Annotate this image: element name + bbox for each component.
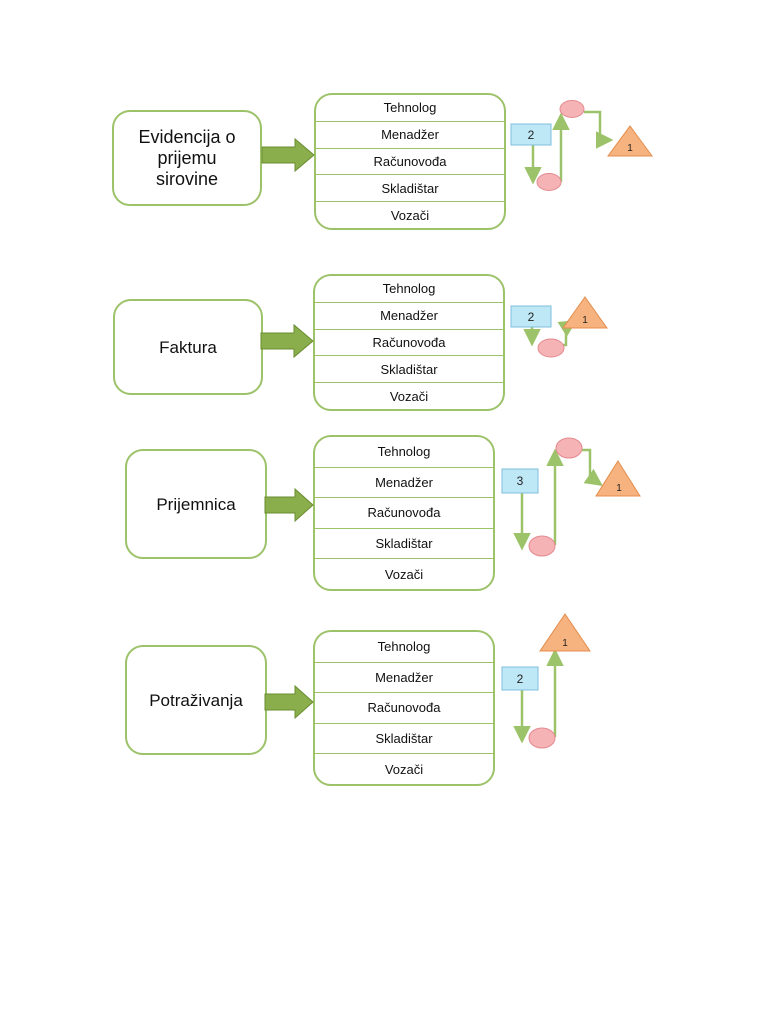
role-skladistar: Skladištar <box>315 529 493 560</box>
triangle-label: 1 <box>627 143 633 154</box>
role-racunovodja: Računovođa <box>315 693 493 724</box>
role-skladistar: Skladištar <box>316 175 504 203</box>
role-list-1: Tehnolog Menadžer Računovođa Skladištar … <box>314 93 506 230</box>
triangle-marker-2 <box>562 296 608 329</box>
node-circle-lower-1 <box>536 173 562 191</box>
number-box-label: 3 <box>517 474 524 488</box>
number-box-2 <box>510 305 552 328</box>
role-racunovodja: Računovođa <box>315 498 493 529</box>
triangle-marker-3 <box>595 460 641 497</box>
triangle-label: 1 <box>616 483 622 494</box>
role-menadzer: Menadžer <box>316 122 504 149</box>
number-box-3 <box>501 468 539 494</box>
number-box-label: 2 <box>528 128 535 142</box>
role-racunovodja: Računovođa <box>315 330 503 357</box>
role-vozaci: Vozači <box>390 207 430 223</box>
role-list-4: Tehnolog Menadžer Računovođa Skladištar … <box>313 630 495 786</box>
node-circle-lower-3 <box>528 535 556 557</box>
role-menadzer: Menadžer <box>315 468 493 499</box>
role-vozaci: Vozači <box>389 388 429 404</box>
role-menadzer: Menadžer <box>315 663 493 694</box>
flow-group-1 <box>524 110 614 185</box>
role-list-3: Tehnolog Menadžer Računovođa Skladištar … <box>313 435 495 591</box>
document-box-evidencija: Evidencija o prijemu sirovine <box>112 110 262 206</box>
flow-group-3 <box>513 448 603 551</box>
role-vozaci: Vozači <box>384 761 424 777</box>
node-circle-upper-1 <box>559 100 585 118</box>
role-skladistar: Skladištar <box>315 356 503 384</box>
number-box-4 <box>501 666 539 691</box>
triangle-label: 1 <box>562 638 568 649</box>
node-circle-1 <box>537 338 565 358</box>
node-circle-4 <box>528 727 556 749</box>
role-tehnolog: Tehnolog <box>315 632 493 663</box>
triangle-label: 1 <box>582 315 588 326</box>
number-box-label: 2 <box>528 310 535 324</box>
document-label: Prijemnica <box>156 494 236 514</box>
number-box-1 <box>510 123 552 146</box>
document-box-faktura: Faktura <box>113 299 263 395</box>
role-vozaci: Vozači <box>384 566 424 582</box>
flow-arrow-4 <box>264 684 314 720</box>
role-menadzer: Menadžer <box>315 303 503 330</box>
role-list-2: Tehnolog Menadžer Računovođa Skladištar … <box>313 274 505 411</box>
role-tehnolog: Tehnolog <box>315 437 493 468</box>
number-box-label: 2 <box>517 672 524 686</box>
role-racunovodja: Računovođa <box>316 149 504 176</box>
document-label: Potraživanja <box>149 690 243 710</box>
flow-arrow-2 <box>260 323 314 359</box>
flow-group-4 <box>513 648 564 744</box>
role-tehnolog: Tehnolog <box>315 276 503 303</box>
document-box-potrazivanja: Potraživanja <box>125 645 267 755</box>
flow-arrow-3 <box>264 487 314 523</box>
role-skladistar: Skladištar <box>315 724 493 755</box>
triangle-marker-4 <box>539 613 591 652</box>
role-tehnolog: Tehnolog <box>316 95 504 122</box>
triangle-marker-1 <box>607 125 653 157</box>
node-circle-upper-3 <box>555 437 583 459</box>
document-label: Evidencija o prijemu sirovine <box>138 126 236 189</box>
document-label: Faktura <box>159 337 217 357</box>
flow-arrow-1 <box>261 137 315 173</box>
